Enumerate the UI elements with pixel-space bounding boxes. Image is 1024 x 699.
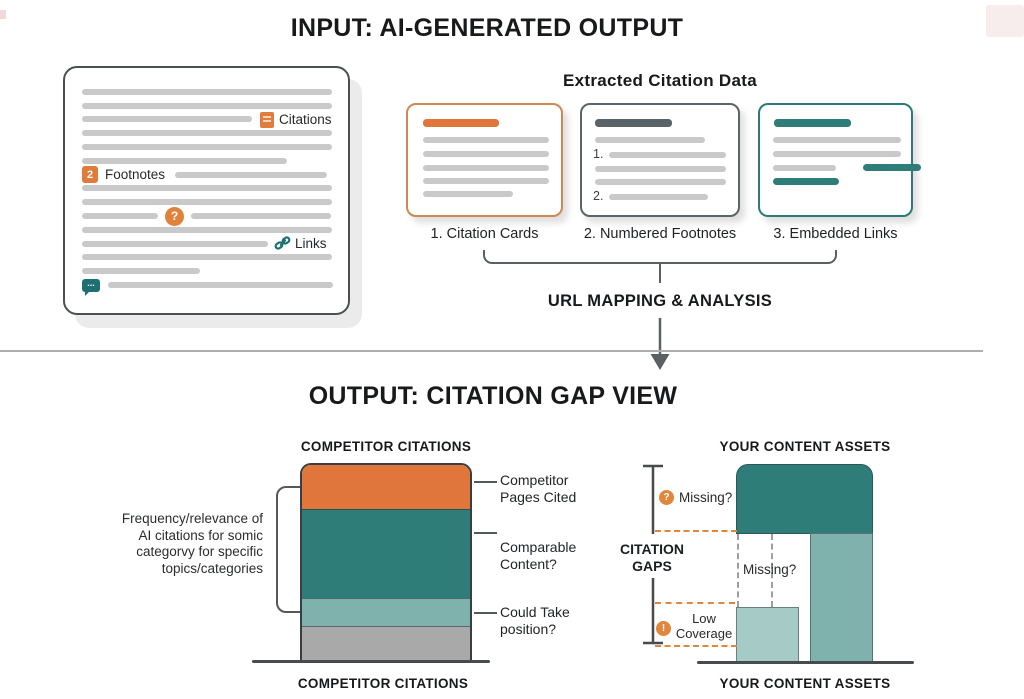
callout-could-take-position: Could Take position? (500, 604, 570, 637)
output-section-title: OUTPUT: CITATION GAP VIEW (308, 382, 678, 410)
citations-label: Citations (279, 112, 332, 127)
citations-row: Citations (82, 111, 332, 128)
doc-line-row (82, 99, 332, 113)
citation-cards-card (406, 103, 563, 217)
cited-top-block (736, 464, 873, 534)
competitor-axis-line (252, 660, 490, 663)
ai-output-document-card: Citations 2 Footnotes ? (63, 66, 350, 315)
assets-chart-title: YOUR CONTENT ASSETS (719, 439, 891, 454)
citation-gaps-label: CITATION GAPS (619, 541, 685, 574)
doc-line-row (82, 85, 332, 99)
footnote-2-number: 2. (593, 189, 604, 203)
input-section-title: INPUT: AI-GENERATED OUTPUT (290, 14, 684, 42)
embedded-links-card (758, 103, 921, 217)
callout-comparable-content: Comparable Content? (500, 539, 577, 572)
gap-threshold-line (655, 602, 735, 604)
embedded-links-label: 3. Embedded Links (773, 226, 898, 242)
doc-line-row (82, 154, 331, 168)
citation-doc-icon (260, 111, 274, 128)
card2-header-bar (595, 119, 672, 127)
links-label: Links (295, 236, 327, 252)
question-circle-icon: ? (165, 206, 184, 226)
doc-line-row (82, 251, 332, 265)
missing-question-icon: ? (659, 490, 674, 505)
competitor-stacked-bar (300, 463, 472, 662)
doc-line-row (82, 264, 331, 278)
gap-dashed-guide (737, 534, 739, 607)
question-row: ? (82, 206, 331, 226)
low-coverage-label: Low Coverage (675, 611, 733, 641)
comment-row: ... (82, 278, 333, 296)
gap-threshold-line (655, 645, 737, 647)
card1-header-bar (423, 119, 499, 127)
footnotes-row: 2 Footnotes (82, 166, 331, 184)
assets-axis-label: YOUR CONTENT ASSETS (719, 676, 891, 691)
frequency-note: Frequency/relevance of AI citations for … (121, 511, 263, 576)
doc-line-row (82, 182, 332, 196)
covered-column (810, 533, 873, 663)
doc-line-row (82, 223, 332, 237)
card3-header-bar (774, 119, 851, 127)
edge-mark (0, 10, 6, 19)
footnotes-label: Footnotes (105, 167, 166, 183)
citation-cards-label: 1. Citation Cards (430, 226, 539, 242)
missing-mid-label: Missing? (743, 562, 797, 577)
low-coverage-block (736, 607, 799, 663)
segment-competitor-pages-cited (302, 465, 470, 509)
comment-icon: ... (82, 278, 100, 296)
footnote-1-number: 1. (593, 147, 604, 161)
numbered-footnotes-card: 1. 2. (580, 103, 740, 217)
watermark (986, 5, 1024, 37)
competitor-chart-title: COMPETITOR CITATIONS (300, 439, 472, 454)
gap-dashed-guide (771, 534, 773, 607)
missing-top-label: Missing? (679, 490, 733, 505)
doc-line-row (82, 140, 332, 154)
extracted-citation-heading: Extracted Citation Data (563, 71, 757, 90)
assets-axis-line (697, 661, 914, 664)
doc-line-row (82, 195, 332, 209)
gap-threshold-line (655, 530, 737, 532)
arrow-head-icon (650, 354, 670, 370)
doc-line-row (82, 126, 332, 140)
numbered-footnotes-label: 2. Numbered Footnotes (583, 226, 737, 242)
segment-comparable-content (302, 509, 470, 598)
link-icon (274, 236, 291, 251)
callout-competitor-pages-cited: Competitor Pages Cited (500, 472, 577, 505)
low-coverage-alert-icon: ! (656, 621, 671, 636)
url-mapping-label: URL MAPPING & ANALYSIS (547, 292, 773, 310)
footnote-number-badge: 2 (82, 166, 98, 184)
competitor-axis-label: COMPETITOR CITATIONS (297, 676, 469, 691)
segment-could-take-position (302, 598, 470, 626)
section-divider (0, 350, 983, 352)
segment-base (302, 626, 470, 660)
links-row: Links (82, 236, 331, 252)
